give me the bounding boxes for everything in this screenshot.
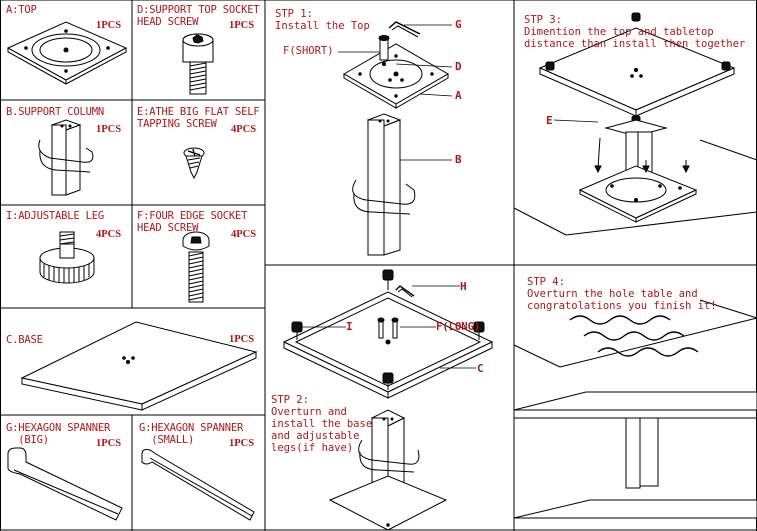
callout-d: D — [455, 60, 462, 73]
qty-big-spanner: 1PCS — [96, 438, 122, 449]
part-label-small-spanner: G:HEXAGON SPANNER (SMALL) — [139, 422, 244, 446]
callout-f-long: F(LONG) — [436, 321, 481, 333]
part-label-socket-screw: D:SUPPORT TOP SOCKET HEAD SCREW — [137, 4, 260, 28]
callout-g: G — [455, 18, 462, 31]
callout-i: I — [346, 320, 353, 333]
qty-socket-screw: 1PCS — [229, 20, 255, 31]
part-label-flat-screw: E:ATHE BIG FLAT SELF TAPPING SCREW — [137, 106, 260, 130]
part-label-big-spanner: G:HEXAGON SPANNER (BIG) — [6, 422, 111, 446]
qty-base: 1PCS — [229, 334, 255, 345]
adjustable-leg-drawing — [39, 231, 95, 284]
part-label-column: B.SUPPORT COLUMN — [6, 106, 104, 118]
flat-screw-drawing — [183, 147, 205, 180]
part-label-four-edge-screw: F:FOUR EDGE SOCKET HEAD SCREW — [137, 210, 248, 234]
callout-f-short: F(SHORT) — [283, 45, 334, 57]
qty-column: 1PCS — [96, 124, 122, 135]
qty-small-spanner: 1PCS — [229, 438, 255, 449]
qty-four-edge-screw: 4PCS — [231, 229, 257, 240]
step4-instructions: STP 4: Overturn the hole table and congr… — [527, 276, 717, 312]
step4-drawing — [513, 299, 757, 519]
callout-h: H — [460, 280, 467, 293]
callout-b: B — [455, 153, 462, 166]
base-plate-drawing — [20, 321, 258, 411]
socket-screw-drawing — [182, 33, 214, 95]
step1-drawing — [338, 21, 453, 256]
step3-drawing — [513, 12, 757, 236]
part-label-top: A:TOP — [6, 4, 37, 16]
column-drawing — [38, 119, 94, 196]
callout-a: A — [455, 89, 462, 102]
step3-instructions: STP 3: Dimention the top and tabletop di… — [524, 14, 746, 50]
top-plate-drawing — [6, 21, 128, 85]
four-edge-screw-drawing — [182, 231, 210, 303]
big-spanner-drawing — [7, 447, 123, 521]
step2-drawing — [282, 269, 494, 531]
callout-e: E — [546, 114, 553, 127]
step2-instructions: STP 2: Overturn and install the base and… — [271, 394, 373, 454]
step1-instructions: STP 1: Install the Top — [275, 8, 370, 32]
part-label-adjustable-leg: I:ADJUSTABLE LEG — [6, 210, 104, 222]
qty-flat-screw: 4PCS — [231, 124, 257, 135]
qty-top: 1PCS — [96, 20, 122, 31]
qty-adjustable-leg: 4PCS — [96, 229, 122, 240]
part-label-base: C.BASE — [6, 334, 43, 346]
small-spanner-drawing — [141, 449, 255, 521]
callout-c: C — [477, 362, 484, 375]
